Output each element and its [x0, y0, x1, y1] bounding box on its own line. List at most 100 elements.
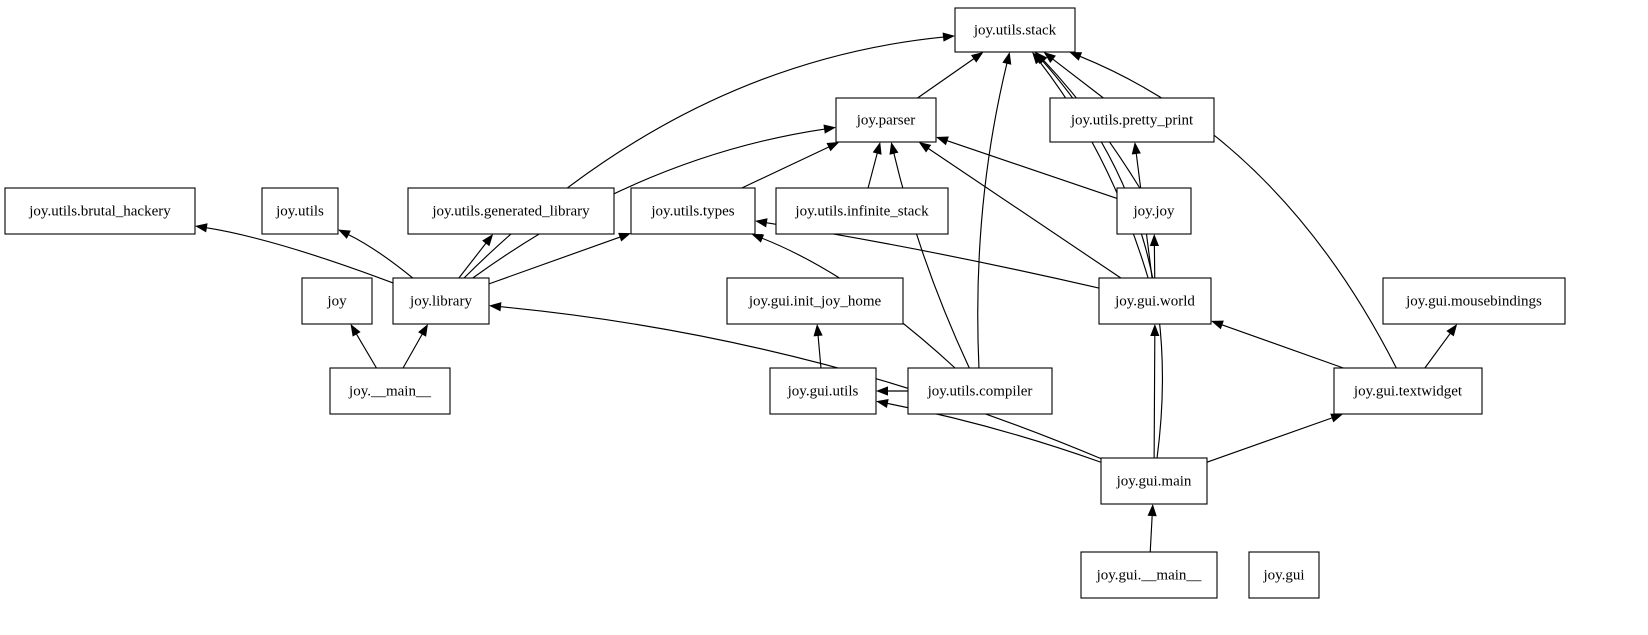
edge-arrowhead [1211, 320, 1224, 330]
graph-node[interactable]: joy.gui.__main__ [1080, 551, 1218, 599]
edge-arrowhead [618, 232, 631, 242]
edge-arrowhead [1149, 234, 1159, 247]
node-box[interactable] [4, 187, 196, 235]
edge-arrowhead [489, 302, 502, 312]
edge-arrowhead [751, 234, 765, 243]
node-box[interactable] [954, 7, 1076, 53]
graph-node[interactable]: joy.utils.compiler [907, 367, 1053, 415]
edge-arrowhead [755, 218, 768, 228]
edge-arrowhead [918, 142, 932, 153]
edge-arrowhead [813, 324, 823, 337]
edge-arrowhead [942, 32, 955, 42]
node-label: joy.gui.world [1114, 293, 1195, 309]
edge-arrowhead [418, 324, 428, 337]
edge-arrowhead [1043, 52, 1056, 63]
node-box[interactable] [835, 97, 937, 143]
node-label: joy.utils.generated_library [431, 203, 590, 219]
edge-arrowhead [1034, 52, 1047, 65]
graph-edge [472, 128, 826, 279]
node-box[interactable] [907, 367, 1053, 415]
node-box[interactable] [1116, 187, 1192, 235]
graph-node[interactable]: joy.utils.generated_library [407, 187, 615, 235]
edge-arrowhead [872, 142, 882, 155]
graph-node[interactable]: joy.gui.world [1098, 277, 1212, 325]
edge-arrowhead [826, 142, 840, 152]
edge-arrowhead [1069, 52, 1083, 61]
node-box[interactable] [726, 277, 904, 325]
edge-arrowhead [936, 136, 949, 146]
node-box[interactable] [775, 187, 949, 235]
edge-arrowhead [1330, 413, 1344, 423]
node-box[interactable] [407, 187, 615, 235]
graph-node[interactable]: joy.gui.textwidget [1333, 367, 1483, 415]
node-label: joy.utils.pretty_print [1070, 112, 1194, 128]
graph-node[interactable]: joy.__main__ [329, 367, 451, 415]
edge-arrowhead [970, 52, 984, 63]
graph-node[interactable]: joy.utils.brutal_hackery [4, 187, 196, 235]
graph-edge [893, 152, 970, 369]
graph-node[interactable]: joy.utils.types [630, 187, 756, 235]
graph-node[interactable]: joy.joy [1116, 187, 1192, 235]
node-box[interactable] [329, 367, 451, 415]
graph-edge [1149, 514, 1153, 553]
node-box[interactable] [1049, 97, 1215, 143]
node-label: joy.joy [1132, 203, 1175, 219]
node-box[interactable] [392, 277, 490, 325]
edge-arrowhead [1131, 142, 1141, 155]
graph-node[interactable]: joy.utils.pretty_print [1049, 97, 1215, 143]
edge-arrowhead [876, 398, 889, 409]
node-label: joy.gui.mousebindings [1405, 293, 1542, 309]
graph-edge [355, 332, 377, 369]
node-box[interactable] [1100, 457, 1208, 505]
edge-arrowhead [195, 223, 208, 233]
node-label: joy.utils [275, 203, 324, 219]
graph-edge [741, 145, 831, 189]
node-label: joy.utils.compiler [927, 383, 1033, 399]
graph-edge [205, 227, 394, 284]
node-box[interactable] [261, 187, 339, 235]
graph-node[interactable]: joy.gui [1248, 551, 1320, 599]
node-label: joy.gui.textwidget [1353, 383, 1463, 399]
node-box[interactable] [1382, 277, 1566, 325]
node-label: joy.gui.utils [787, 383, 859, 399]
graph-node[interactable]: joy.utils.stack [954, 7, 1076, 53]
graph-node[interactable]: joy [301, 277, 373, 325]
edge-arrowhead [482, 234, 494, 247]
graph-node[interactable]: joy.utils.infinite_stack [775, 187, 949, 235]
node-box[interactable] [1248, 551, 1320, 599]
node-label: joy.utils.stack [973, 22, 1057, 38]
graph-node[interactable]: joy.utils [261, 187, 339, 235]
graph-node[interactable]: joy.gui.main [1100, 457, 1208, 505]
edge-arrowhead [338, 229, 351, 239]
node-label: joy.parser [856, 112, 916, 128]
graph-node[interactable]: joy.gui.utils [769, 367, 877, 415]
node-label: joy.utils.brutal_hackery [28, 203, 171, 219]
node-box[interactable] [1333, 367, 1483, 415]
node-box[interactable] [769, 367, 877, 415]
node-box[interactable] [630, 187, 756, 235]
nodes-layer: joy.utils.brutal_hackery joy.utils joy.uti… [4, 7, 1566, 599]
graph-edge [347, 233, 414, 279]
edge-arrowhead [1150, 324, 1160, 337]
graph-node[interactable]: joy.parser [835, 97, 937, 143]
graph-node[interactable]: joy.gui.init_joy_home [726, 277, 904, 325]
graph-edge [945, 139, 1118, 199]
edge-arrowhead [1002, 52, 1012, 65]
graph-edge [402, 332, 424, 369]
edge-arrowhead [876, 386, 888, 396]
edge-arrowhead [350, 324, 361, 337]
graph-node[interactable]: joy.gui.mousebindings [1382, 277, 1566, 325]
graph-node[interactable]: joy.library [392, 277, 490, 325]
graph-edge [867, 152, 879, 189]
graph-edge [1206, 416, 1334, 463]
node-box[interactable] [301, 277, 373, 325]
node-label: joy.utils.infinite_stack [794, 203, 929, 219]
graph-edge [917, 57, 976, 99]
node-box[interactable] [1080, 551, 1218, 599]
graph-edge [458, 241, 488, 279]
graph-edge [1153, 334, 1156, 459]
graph-edge [1078, 55, 1397, 369]
node-box[interactable] [1098, 277, 1212, 325]
